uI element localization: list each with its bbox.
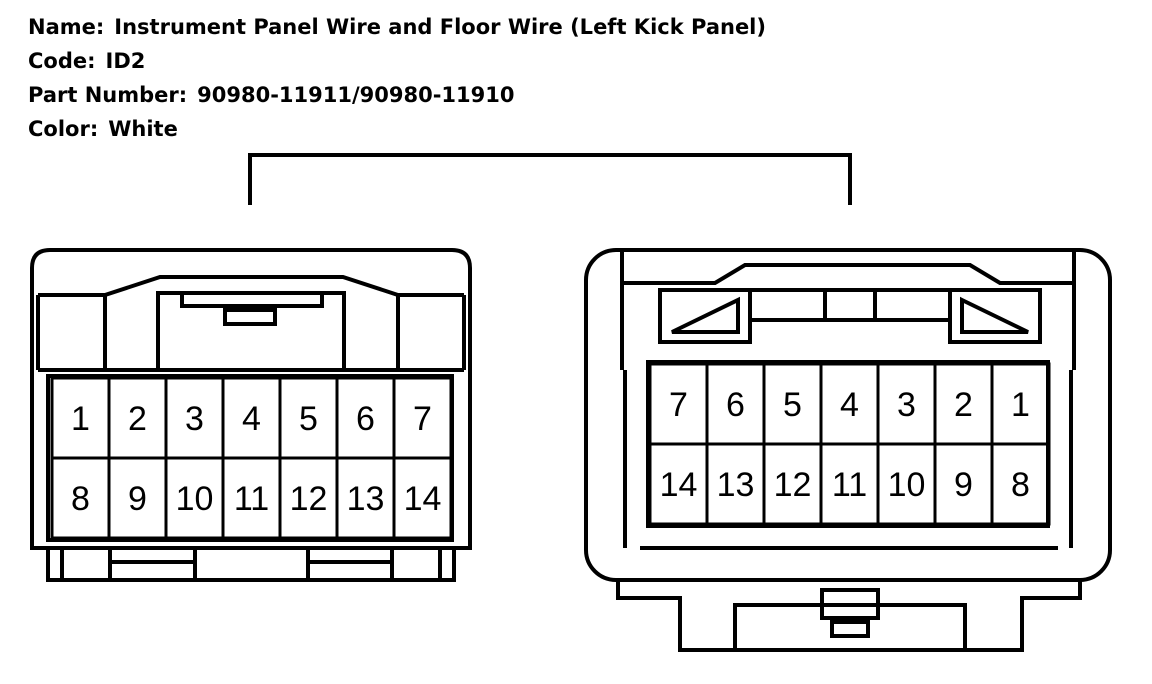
right-pin-number: 14 bbox=[660, 466, 698, 504]
left-pin-number: 7 bbox=[413, 400, 432, 438]
left-pin-number: 8 bbox=[71, 480, 90, 518]
right-pin-number: 2 bbox=[954, 386, 973, 424]
part-number-value: 90980-11911/90980-11910 bbox=[197, 83, 515, 107]
name-value: Instrument Panel Wire and Floor Wire (Le… bbox=[114, 15, 766, 39]
left-connector-housing bbox=[30, 248, 472, 582]
right-pin-number: 8 bbox=[1011, 466, 1030, 504]
part-number-label: Part Number: bbox=[28, 83, 188, 107]
right-pin-cell bbox=[990, 442, 1051, 526]
left-pin-number: 1 bbox=[71, 400, 90, 438]
right-pin-number: 3 bbox=[897, 386, 916, 424]
left-pin-number: 13 bbox=[347, 480, 385, 518]
color-row: Color: White bbox=[28, 112, 766, 146]
part-number-row: Part Number: 90980-11911/90980-11910 bbox=[28, 78, 766, 112]
left-pin-number: 4 bbox=[242, 400, 261, 438]
mating-bracket bbox=[248, 153, 852, 205]
right-pin-number: 7 bbox=[669, 386, 688, 424]
connector-info: Name: Instrument Panel Wire and Floor Wir… bbox=[28, 10, 766, 146]
left-pin-number: 3 bbox=[185, 400, 204, 438]
left-pin-number: 6 bbox=[356, 400, 375, 438]
left-pin-number: 12 bbox=[290, 480, 328, 518]
code-row: Code: ID2 bbox=[28, 44, 766, 78]
name-row: Name: Instrument Panel Wire and Floor Wir… bbox=[28, 10, 766, 44]
color-label: Color: bbox=[28, 117, 99, 141]
left-pin-number: 2 bbox=[128, 400, 147, 438]
code-value: ID2 bbox=[105, 49, 146, 73]
right-connector-housing bbox=[584, 248, 1112, 652]
right-pin-number: 9 bbox=[954, 466, 973, 504]
code-label: Code: bbox=[28, 49, 96, 73]
right-pin-number: 4 bbox=[840, 386, 859, 424]
name-label: Name: bbox=[28, 15, 105, 39]
right-pin-number: 6 bbox=[726, 386, 745, 424]
right-pin-number: 11 bbox=[832, 466, 867, 504]
left-pin-number: 5 bbox=[299, 400, 318, 438]
left-pin-number: 10 bbox=[176, 480, 214, 518]
right-pin-number: 13 bbox=[717, 466, 755, 504]
left-pin-number: 14 bbox=[404, 480, 442, 518]
left-pin-number: 9 bbox=[128, 480, 147, 518]
right-pin-number: 12 bbox=[774, 466, 812, 504]
color-value: White bbox=[108, 117, 178, 141]
left-pin-cell bbox=[392, 456, 453, 540]
right-pin-number: 10 bbox=[888, 466, 926, 504]
left-pin-number: 11 bbox=[234, 480, 269, 518]
right-pin-number: 5 bbox=[783, 386, 802, 424]
right-pin-number: 1 bbox=[1011, 386, 1030, 424]
